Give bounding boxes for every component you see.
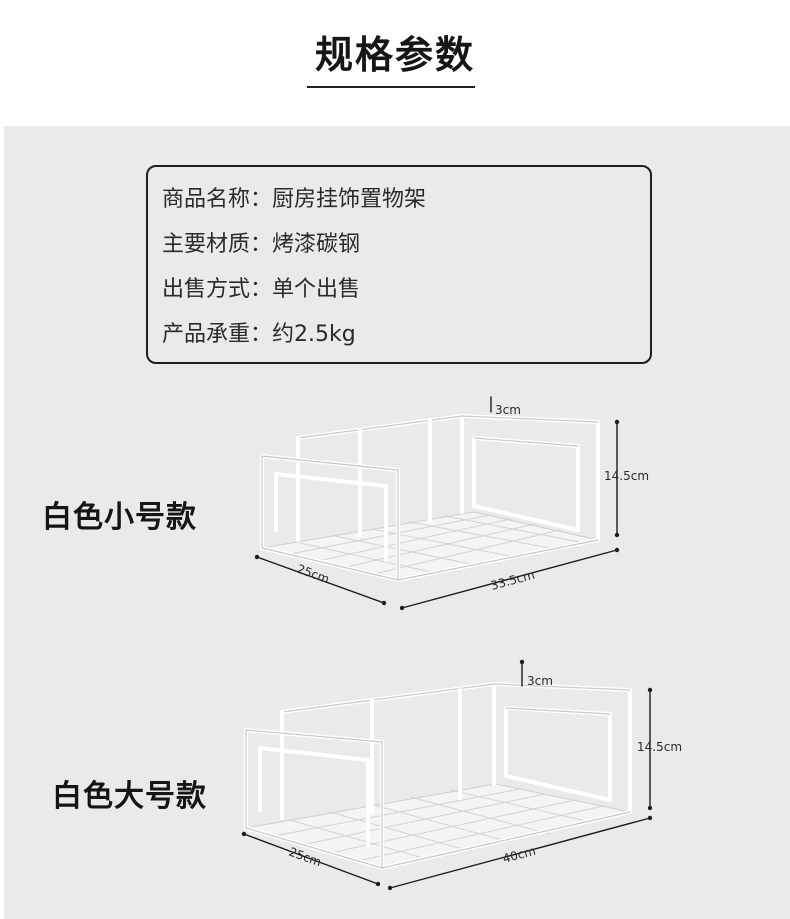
spec-row-name: 商品名称：厨房挂饰置物架 <box>162 181 426 213</box>
spec-value: 约2.5kg <box>272 322 356 347</box>
variant-large-label: 白色大号款 <box>52 779 207 814</box>
dim-hook-small: 3cm <box>495 403 521 417</box>
dim-height-large: 14.5cm <box>637 740 682 754</box>
dim-hook-large: 3cm <box>527 674 553 688</box>
spec-label: 出售方式 <box>162 277 251 302</box>
spec-value: 厨房挂饰置物架 <box>272 187 427 212</box>
spec-sep: ： <box>250 277 273 302</box>
spec-sep: ： <box>250 187 273 212</box>
spec-label: 产品承重 <box>162 322 251 347</box>
title-underline <box>307 86 475 88</box>
dim-width-large: 40cm <box>501 844 537 866</box>
spec-box: 商品名称：厨房挂饰置物架 主要材质：烤漆碳钢 出售方式：单个出售 产品承重：约2… <box>146 165 652 364</box>
spec-value: 烤漆碳钢 <box>272 232 361 257</box>
page-title: 规格参数 <box>314 33 475 77</box>
spec-sep: ： <box>250 322 273 347</box>
spec-sep: ： <box>250 232 273 257</box>
spec-row-material: 主要材质：烤漆碳钢 <box>162 226 360 258</box>
dim-height-small: 14.5cm <box>604 469 649 483</box>
header: 规格参数 <box>0 0 790 126</box>
spec-label: 商品名称 <box>162 187 251 212</box>
variant-small-label: 白色小号款 <box>42 500 197 535</box>
spec-value: 单个出售 <box>272 277 361 302</box>
spec-row-load: 产品承重：约2.5kg <box>162 316 356 348</box>
spec-row-sale: 出售方式：单个出售 <box>162 271 360 303</box>
spec-label: 主要材质 <box>162 232 251 257</box>
